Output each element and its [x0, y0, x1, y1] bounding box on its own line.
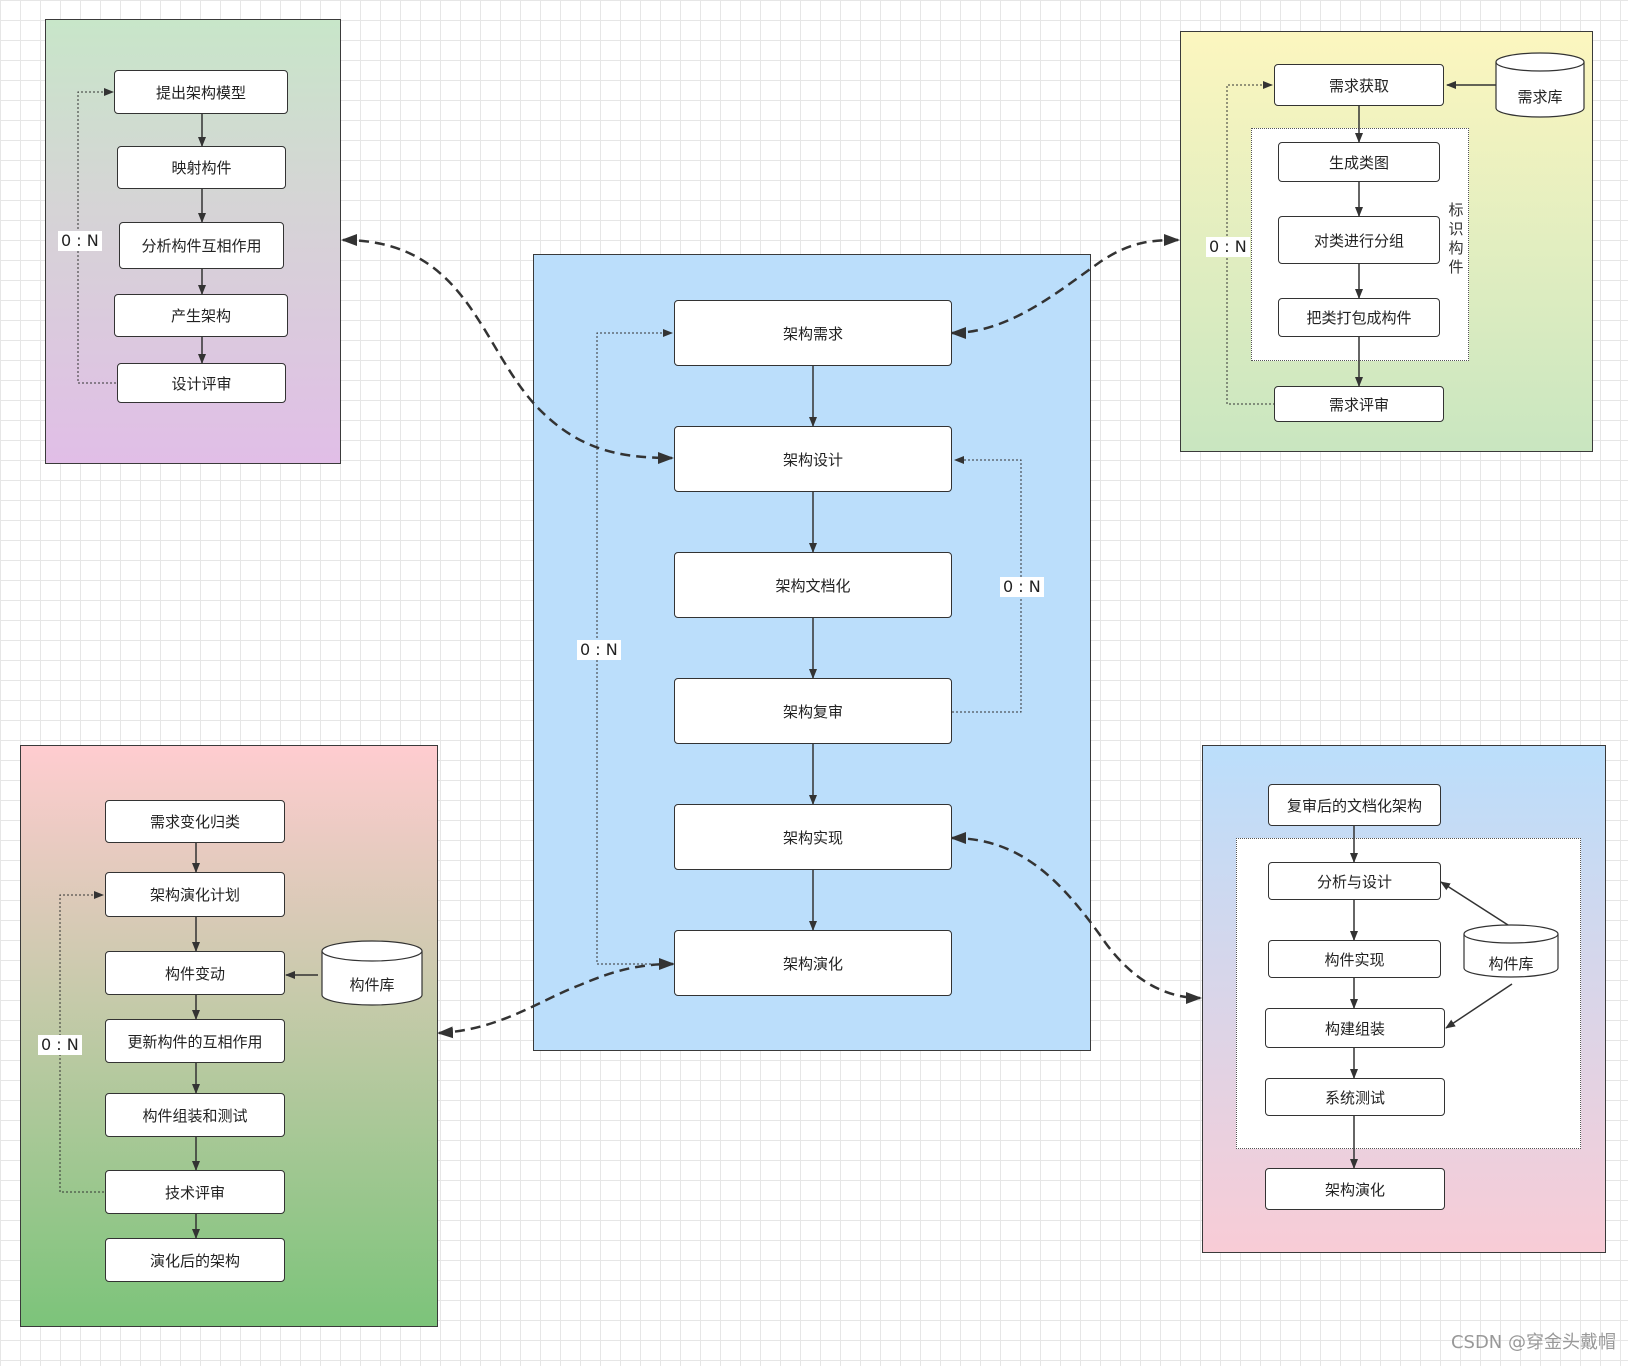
node-technical-review: 技术评审 — [105, 1170, 285, 1214]
tl-loop-label: 0 : N — [58, 231, 102, 251]
bl-loop-label: 0 : N — [38, 1035, 82, 1055]
node-br-arch-evolution: 架构演化 — [1265, 1168, 1445, 1210]
node-requirements-capture: 需求获取 — [1274, 64, 1444, 106]
node-arch-evolution: 架构演化 — [674, 930, 952, 996]
node-map-components: 映射构件 — [117, 146, 286, 189]
center-loop-left-label: 0 : N — [577, 640, 621, 660]
node-evolution-plan: 架构演化计划 — [105, 872, 285, 917]
node-requirements-review: 需求评审 — [1274, 386, 1444, 422]
node-arch-review: 架构复审 — [674, 678, 952, 744]
node-component-change: 构件变动 — [105, 951, 285, 995]
br-component-library-db-icon — [1463, 924, 1559, 978]
center-loop-right-label: 0 : N — [1000, 577, 1044, 597]
br-component-library-db-label: 构件库 — [1488, 955, 1534, 973]
node-arch-documentation: 架构文档化 — [674, 552, 952, 618]
requirements-db-icon — [1495, 52, 1585, 118]
watermark: CSDN @穿金头戴帽 — [1450, 1332, 1616, 1353]
node-generate-class-diagram: 生成类图 — [1278, 142, 1440, 182]
node-produce-architecture: 产生架构 — [114, 294, 288, 337]
node-design-review: 设计评审 — [117, 363, 286, 403]
component-library-db-label: 构件库 — [349, 976, 395, 994]
node-build-assembly: 构建组装 — [1265, 1008, 1445, 1048]
node-group-classes: 对类进行分组 — [1278, 216, 1440, 264]
node-arch-requirements: 架构需求 — [674, 300, 952, 366]
node-system-testing: 系统测试 — [1265, 1078, 1445, 1116]
component-library-db-icon — [321, 940, 423, 1006]
tr-loop-label: 0 : N — [1206, 237, 1250, 257]
node-evolved-architecture: 演化后的架构 — [105, 1238, 285, 1282]
node-assembly-testing: 构件组装和测试 — [105, 1093, 285, 1137]
node-reviewed-documented-arch: 复审后的文档化架构 — [1268, 784, 1441, 826]
node-classify-changes: 需求变化归类 — [105, 800, 285, 843]
node-propose-model: 提出架构模型 — [114, 70, 288, 114]
node-arch-implementation: 架构实现 — [674, 804, 952, 870]
node-component-implementation: 构件实现 — [1268, 940, 1441, 978]
identify-components-label: 标识构件 — [1448, 201, 1464, 276]
node-analyze-interactions: 分析构件互相作用 — [119, 222, 284, 269]
node-package-components: 把类打包成构件 — [1278, 298, 1440, 337]
requirements-db-label: 需求库 — [1517, 88, 1563, 106]
node-update-interactions: 更新构件的互相作用 — [105, 1019, 285, 1063]
node-arch-design: 架构设计 — [674, 426, 952, 492]
node-analysis-design: 分析与设计 — [1268, 862, 1441, 900]
